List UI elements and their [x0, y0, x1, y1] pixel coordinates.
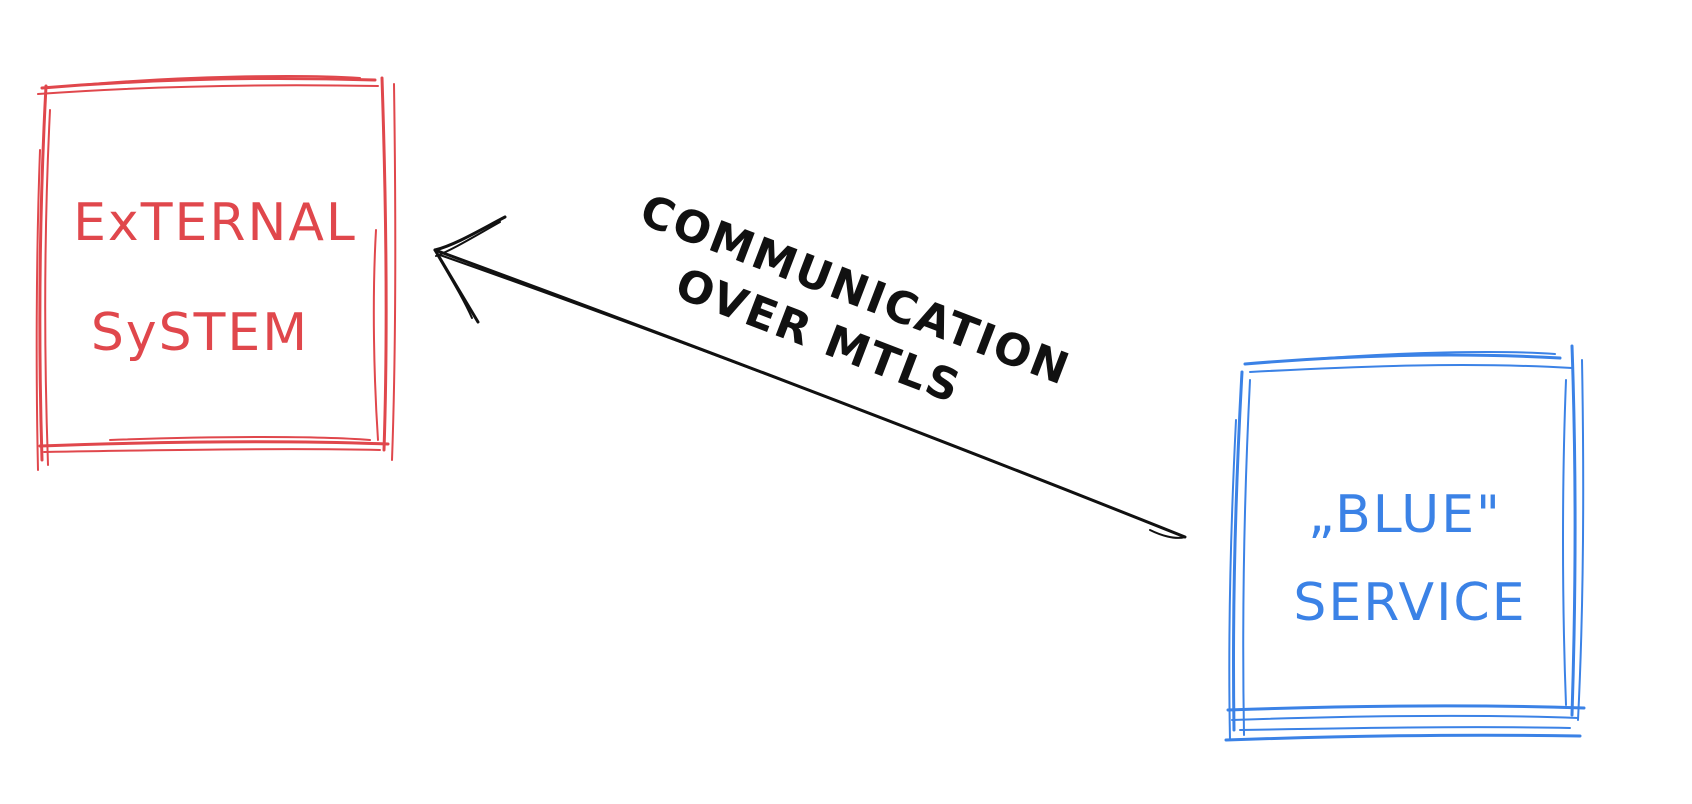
connection-label: COMMUNICATION OVER MTLS	[633, 185, 1077, 414]
blue-service-label-line2: SERVICE	[1293, 573, 1526, 633]
blue-service-label-line1: „BLUE"	[1308, 485, 1502, 545]
external-system-box[interactable]	[35, 75, 397, 471]
external-system-label-line2: SySTEM	[91, 303, 309, 363]
external-system-label-line1: ExTERNAL	[73, 193, 357, 253]
connection-arrow[interactable]	[433, 215, 1187, 539]
blue-service-box[interactable]	[1224, 344, 1586, 742]
